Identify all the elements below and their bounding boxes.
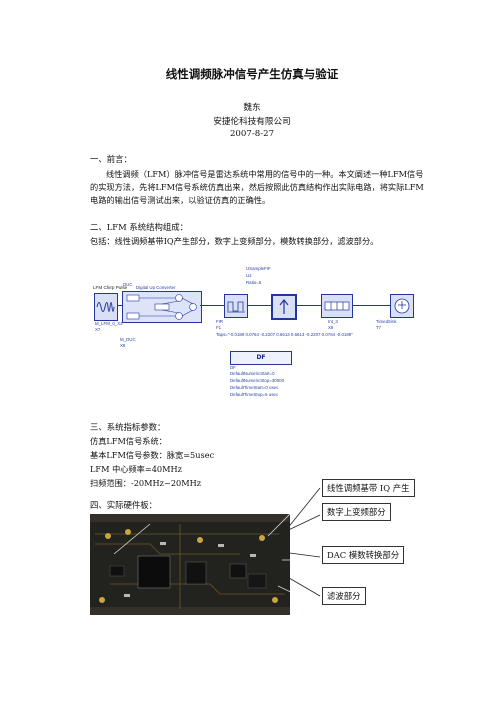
author: 魏东 (243, 103, 261, 113)
duc-title-label: Digital Up Converter (136, 285, 176, 290)
fir-filter-block[interactable] (224, 294, 248, 318)
int-block[interactable] (321, 294, 353, 318)
duc-block[interactable] (122, 291, 202, 323)
source-id-label: X7 (95, 327, 101, 332)
source-block-caption: LFM Chirp Pulse (93, 285, 128, 290)
wire-duc-fir (200, 305, 224, 307)
chirp-wave-icon (96, 302, 115, 312)
df-param-0: DefaultNumericStart=0 (230, 371, 275, 376)
df-controller-block[interactable]: DF (230, 351, 292, 365)
duc-top-label: DUC (123, 282, 133, 287)
fir-taps-label: Taps="-0.0189 0.0764 -0.2207 0.6613 0.66… (216, 332, 353, 337)
date: 2007-8-27 (229, 129, 275, 139)
spec-line-3: 扫频范围：-20MHz~20MHz (90, 478, 202, 488)
section-2-heading: 二、LFM 系统结构组成： (90, 222, 188, 232)
company: 安捷伦科技有限公司 (213, 117, 291, 127)
upsample-ratio-label: Ratio=5 (246, 280, 262, 285)
section-3-heading: 三、系统指标参数： (90, 422, 166, 432)
doc-title: 线性调频脉冲信号产生仿真与验证 (165, 67, 339, 81)
upsample-id-label: U2 (246, 273, 252, 278)
wire-src-duc (117, 305, 122, 307)
system-block-diagram: LFM Chirp Pulse M_LFM_0_X3 X7 DUC Digita… (88, 262, 418, 377)
callout-filter: 滤波部分 (322, 587, 366, 605)
mixer-schematic-icon (126, 294, 197, 320)
callout-iq-baseband: 线性调频基带 IQ 产生 (322, 479, 415, 497)
spec-line-2: LFM 中心频率=40MHz (90, 464, 182, 474)
df-param-3: DefaultTimeStop=5 usec (230, 392, 279, 397)
up-arrow-icon (279, 299, 289, 314)
sink-id-label: T7 (376, 325, 382, 330)
duc-id-label: X8 (120, 343, 126, 348)
duc-name-label: M_DUC (120, 337, 136, 342)
spec-line-1: 基本LFM信号参数：脉宽=5usec (90, 450, 215, 460)
int-id-label: X9 (328, 325, 334, 330)
int-name-label: Int_3 (328, 319, 338, 324)
upsample-name-label: USampleFIF (246, 266, 271, 271)
df-name-label: DF (230, 365, 236, 370)
timed-sink-block[interactable] (390, 294, 414, 318)
source-name-label: M_LFM_0_X3 (95, 321, 123, 326)
df-param-1: DefaultNumericStop=30000 (230, 378, 285, 383)
wire-upsample-int (295, 305, 321, 307)
filter-icon (227, 301, 245, 313)
spec-line-0: 仿真LFM信号系统： (90, 436, 167, 446)
fir-name-label: FIR (216, 319, 224, 324)
section-2-paragraph: 包括：线性调频基带IQ产生部分，数字上变频部分，模数转换部分，滤波部分。 (90, 236, 379, 246)
sink-name-label: TimedSink (376, 319, 397, 324)
sink-scope-icon (394, 298, 410, 314)
wire-fir-upsample (247, 305, 271, 307)
wire-int-sink (352, 305, 390, 307)
section-1-paragraph: 线性调频（LFM）脉冲信号是雷达系统中常用的信号中的一种。本文阐述一种LFM信号… (90, 169, 424, 205)
callout-leader-lines (269, 487, 321, 597)
callout-dac-conversion: DAC 模数转换部分 (322, 546, 405, 564)
df-param-2: DefaultTimeStart=0 usec (230, 385, 279, 390)
interpolator-icon (324, 301, 350, 311)
section-1-heading: 一、前言： (90, 154, 132, 164)
callout-digital-upconversion: 数字上变频部分 (322, 503, 391, 521)
lfm-source-block[interactable] (94, 293, 118, 321)
fir-id-label: F1 (216, 325, 222, 330)
hardware-board-photo (90, 514, 290, 615)
section-4-heading: 四、实际硬件板： (90, 500, 157, 510)
pcb-board-illustration (90, 514, 290, 615)
upsample-block[interactable] (271, 294, 297, 320)
